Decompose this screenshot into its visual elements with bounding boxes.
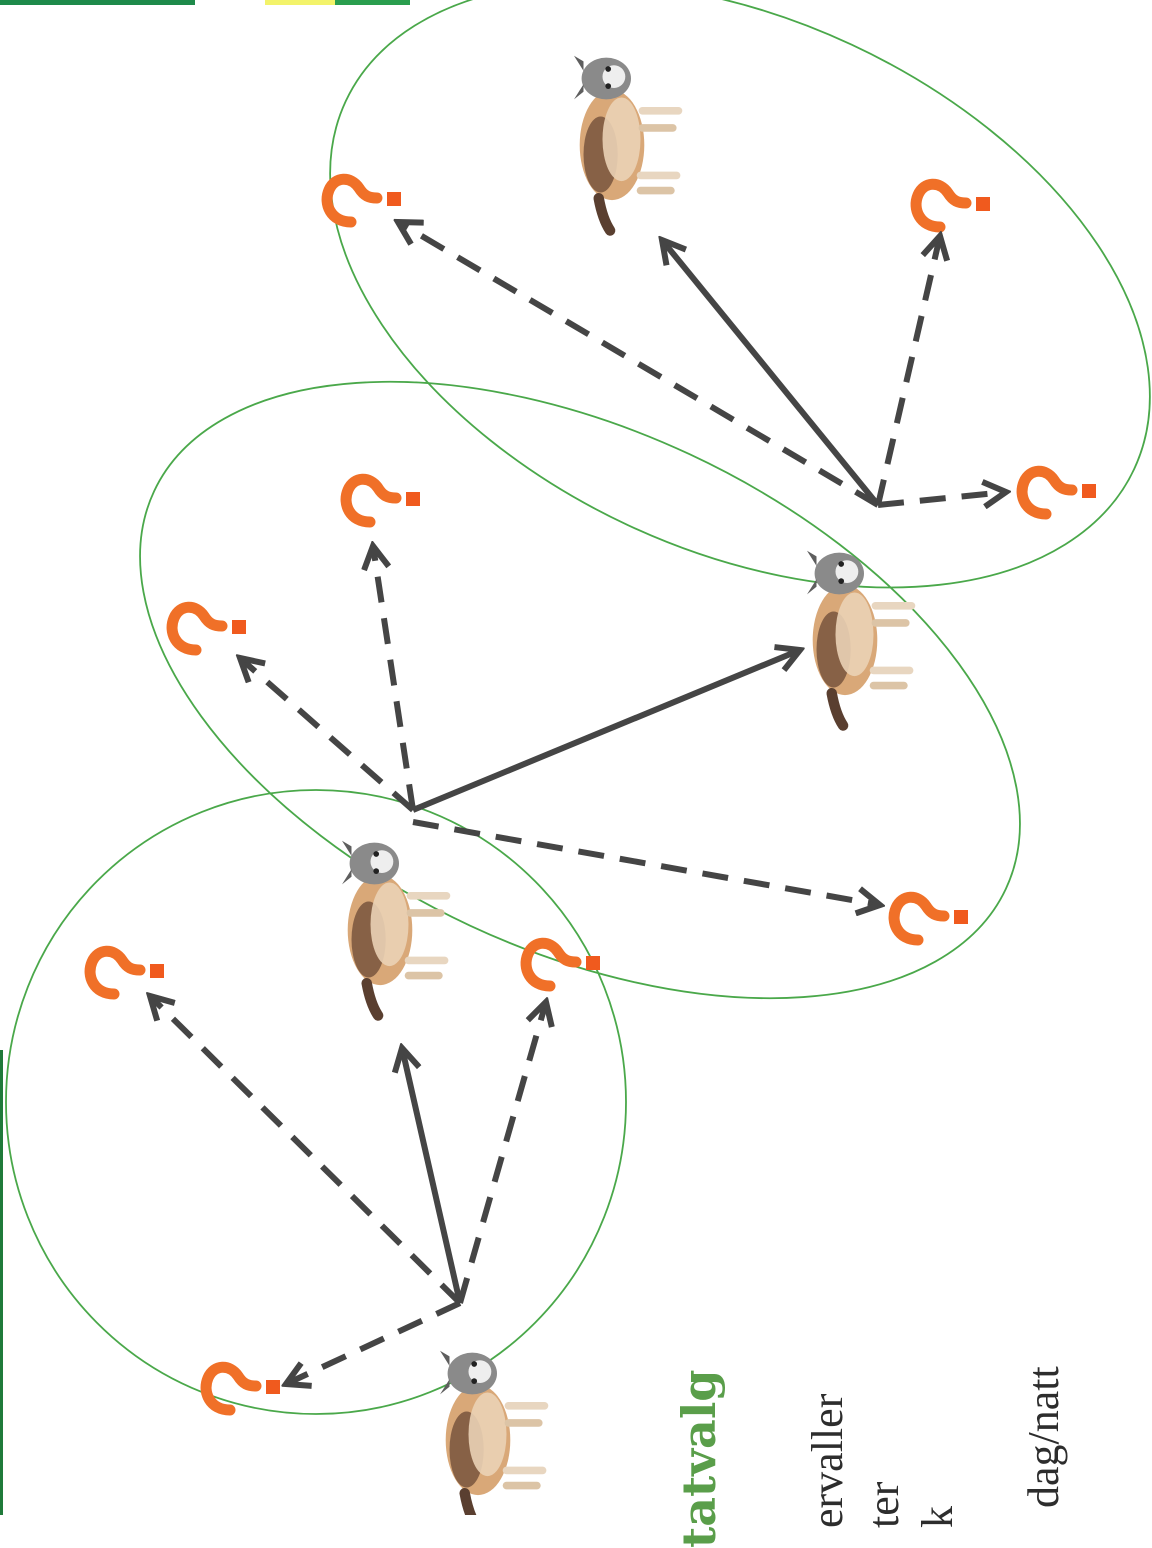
dashed-arrow — [457, 1002, 546, 1304]
solid-arrow — [402, 1048, 463, 1304]
question-mark-icon — [327, 179, 401, 222]
wolf-icon — [440, 1351, 548, 1515]
home-range-ellipse — [139, 380, 1021, 1000]
bullet-text: k — [913, 1506, 962, 1528]
top-stripe-yellow — [265, 0, 335, 5]
dashed-arrow — [286, 1300, 462, 1384]
question-mark-icon — [916, 184, 990, 227]
wolf-icon — [342, 841, 450, 1016]
wolf-icon — [807, 551, 915, 726]
left-edge-bar — [0, 1050, 3, 1515]
dashed-arrow — [412, 819, 880, 905]
dashed-arrow — [240, 658, 415, 813]
home-range-ellipse — [5, 789, 627, 1415]
bullet-text: dag/natt — [1019, 1366, 1068, 1508]
question-mark-icon — [526, 943, 600, 986]
question-mark-icon — [206, 1367, 280, 1410]
question-mark-icon — [90, 951, 164, 994]
top-stripe-green — [335, 0, 410, 5]
question-mark-icon — [346, 479, 420, 522]
top-stripe-dark — [0, 0, 195, 5]
dashed-arrow — [150, 996, 463, 1306]
dashed-arrow — [875, 236, 940, 506]
solid-arrow — [411, 650, 800, 813]
dashed-arrow — [877, 492, 1006, 505]
question-mark-icon — [894, 897, 968, 940]
movement-diagram — [5, 0, 1151, 1515]
dashed-arrow — [373, 546, 416, 811]
solid-arrow — [662, 240, 881, 507]
question-mark-icon — [1022, 471, 1096, 514]
dashed-arrow — [398, 222, 880, 508]
home-range-ellipse — [329, 0, 1151, 589]
bullet-text: ter — [859, 1481, 908, 1528]
wolf-icon — [574, 56, 682, 231]
bullet-text: ervaller — [803, 1393, 852, 1528]
section-heading: tatvalg — [672, 1369, 726, 1548]
question-mark-icon — [172, 607, 246, 650]
